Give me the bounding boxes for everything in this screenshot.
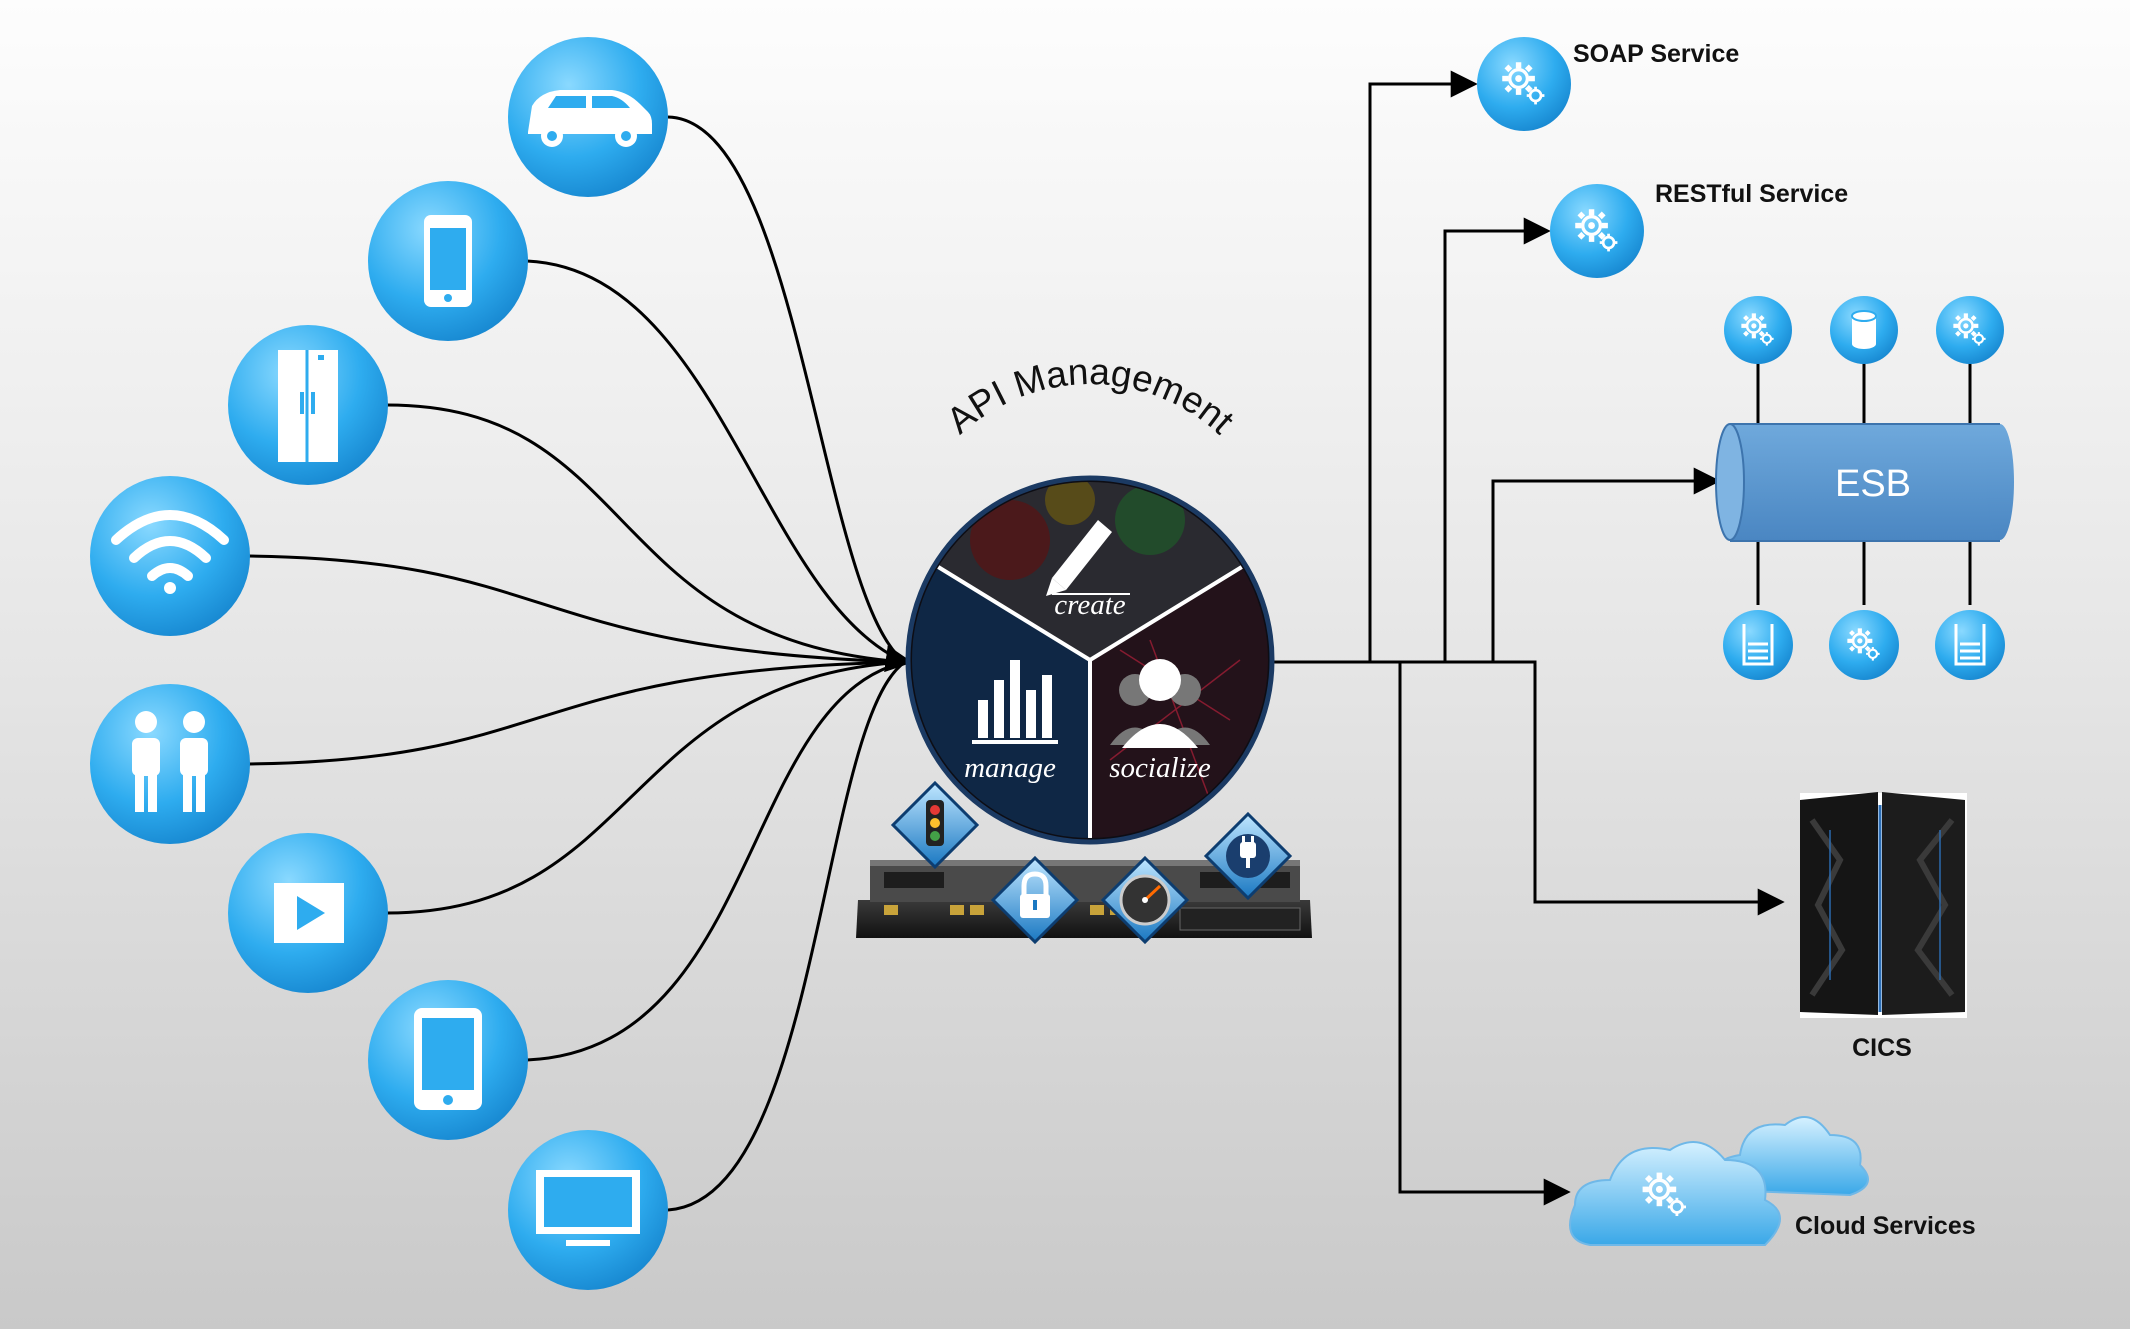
queue-icon [1742,624,1774,666]
esb-endpoint-top-1[interactable] [1724,296,1792,364]
device-smartphone[interactable] [368,181,528,341]
device-list [90,37,668,1290]
gateway-appliance[interactable] [856,780,1312,945]
service-connectors [1262,70,1785,1206]
speedometer-icon [1100,855,1190,945]
database-icon [1851,310,1877,349]
bar-chart-icon [972,660,1058,744]
api-management-hub[interactable]: API Management [905,351,1275,845]
device-video[interactable] [228,833,388,993]
refrigerator-icon [278,350,338,462]
plug-icon [1203,811,1293,901]
device-wifi[interactable] [90,476,250,636]
wifi-icon [111,510,229,594]
esb-endpoint-bottom-2[interactable] [1829,610,1899,680]
device-refrigerator[interactable] [228,325,388,485]
socialize-label: socialize [1109,752,1211,784]
tablet-icon [414,1008,482,1110]
cics-mainframe[interactable]: CICS [1800,792,1967,1062]
device-tablet[interactable] [368,980,528,1140]
esb-label: ESB [1835,463,1911,505]
restful-service[interactable]: RESTful Service [1550,180,1848,278]
esb-bus[interactable]: ESB [1715,296,2014,680]
restful-service-label: RESTful Service [1655,180,1848,208]
traffic-light-icon [890,780,980,870]
soap-service-label: SOAP Service [1573,40,1739,68]
esb-endpoint-top-3[interactable] [1936,296,2004,364]
mainframe-icon [1800,792,1965,1015]
create-label: create [1054,589,1126,621]
device-car[interactable] [508,37,668,197]
play-icon [274,883,344,943]
queue-icon [1954,624,1986,666]
smartphone-icon [424,215,472,307]
lock-icon [990,855,1080,945]
manage-label: manage [964,752,1056,784]
device-tv[interactable] [508,1130,668,1290]
esb-endpoint-bottom-1[interactable] [1723,610,1793,680]
esb-endpoint-top-2[interactable] [1830,296,1898,364]
cloud-services[interactable]: Cloud Services [1569,1116,1976,1246]
device-connectors [248,115,913,1212]
device-people[interactable] [90,684,250,844]
people-icon [132,711,208,812]
car-icon [528,90,652,147]
hub-title: API Management [939,351,1243,442]
pencil-icon [1046,520,1130,596]
user-group-icon [1110,659,1210,748]
esb-endpoint-bottom-3[interactable] [1935,610,2005,680]
cloud-icon [1569,1116,1869,1246]
soap-service[interactable]: SOAP Service [1477,37,1739,131]
cics-label: CICS [1852,1034,1912,1062]
monitor-icon [536,1170,640,1246]
cloud-services-label: Cloud Services [1795,1212,1976,1240]
